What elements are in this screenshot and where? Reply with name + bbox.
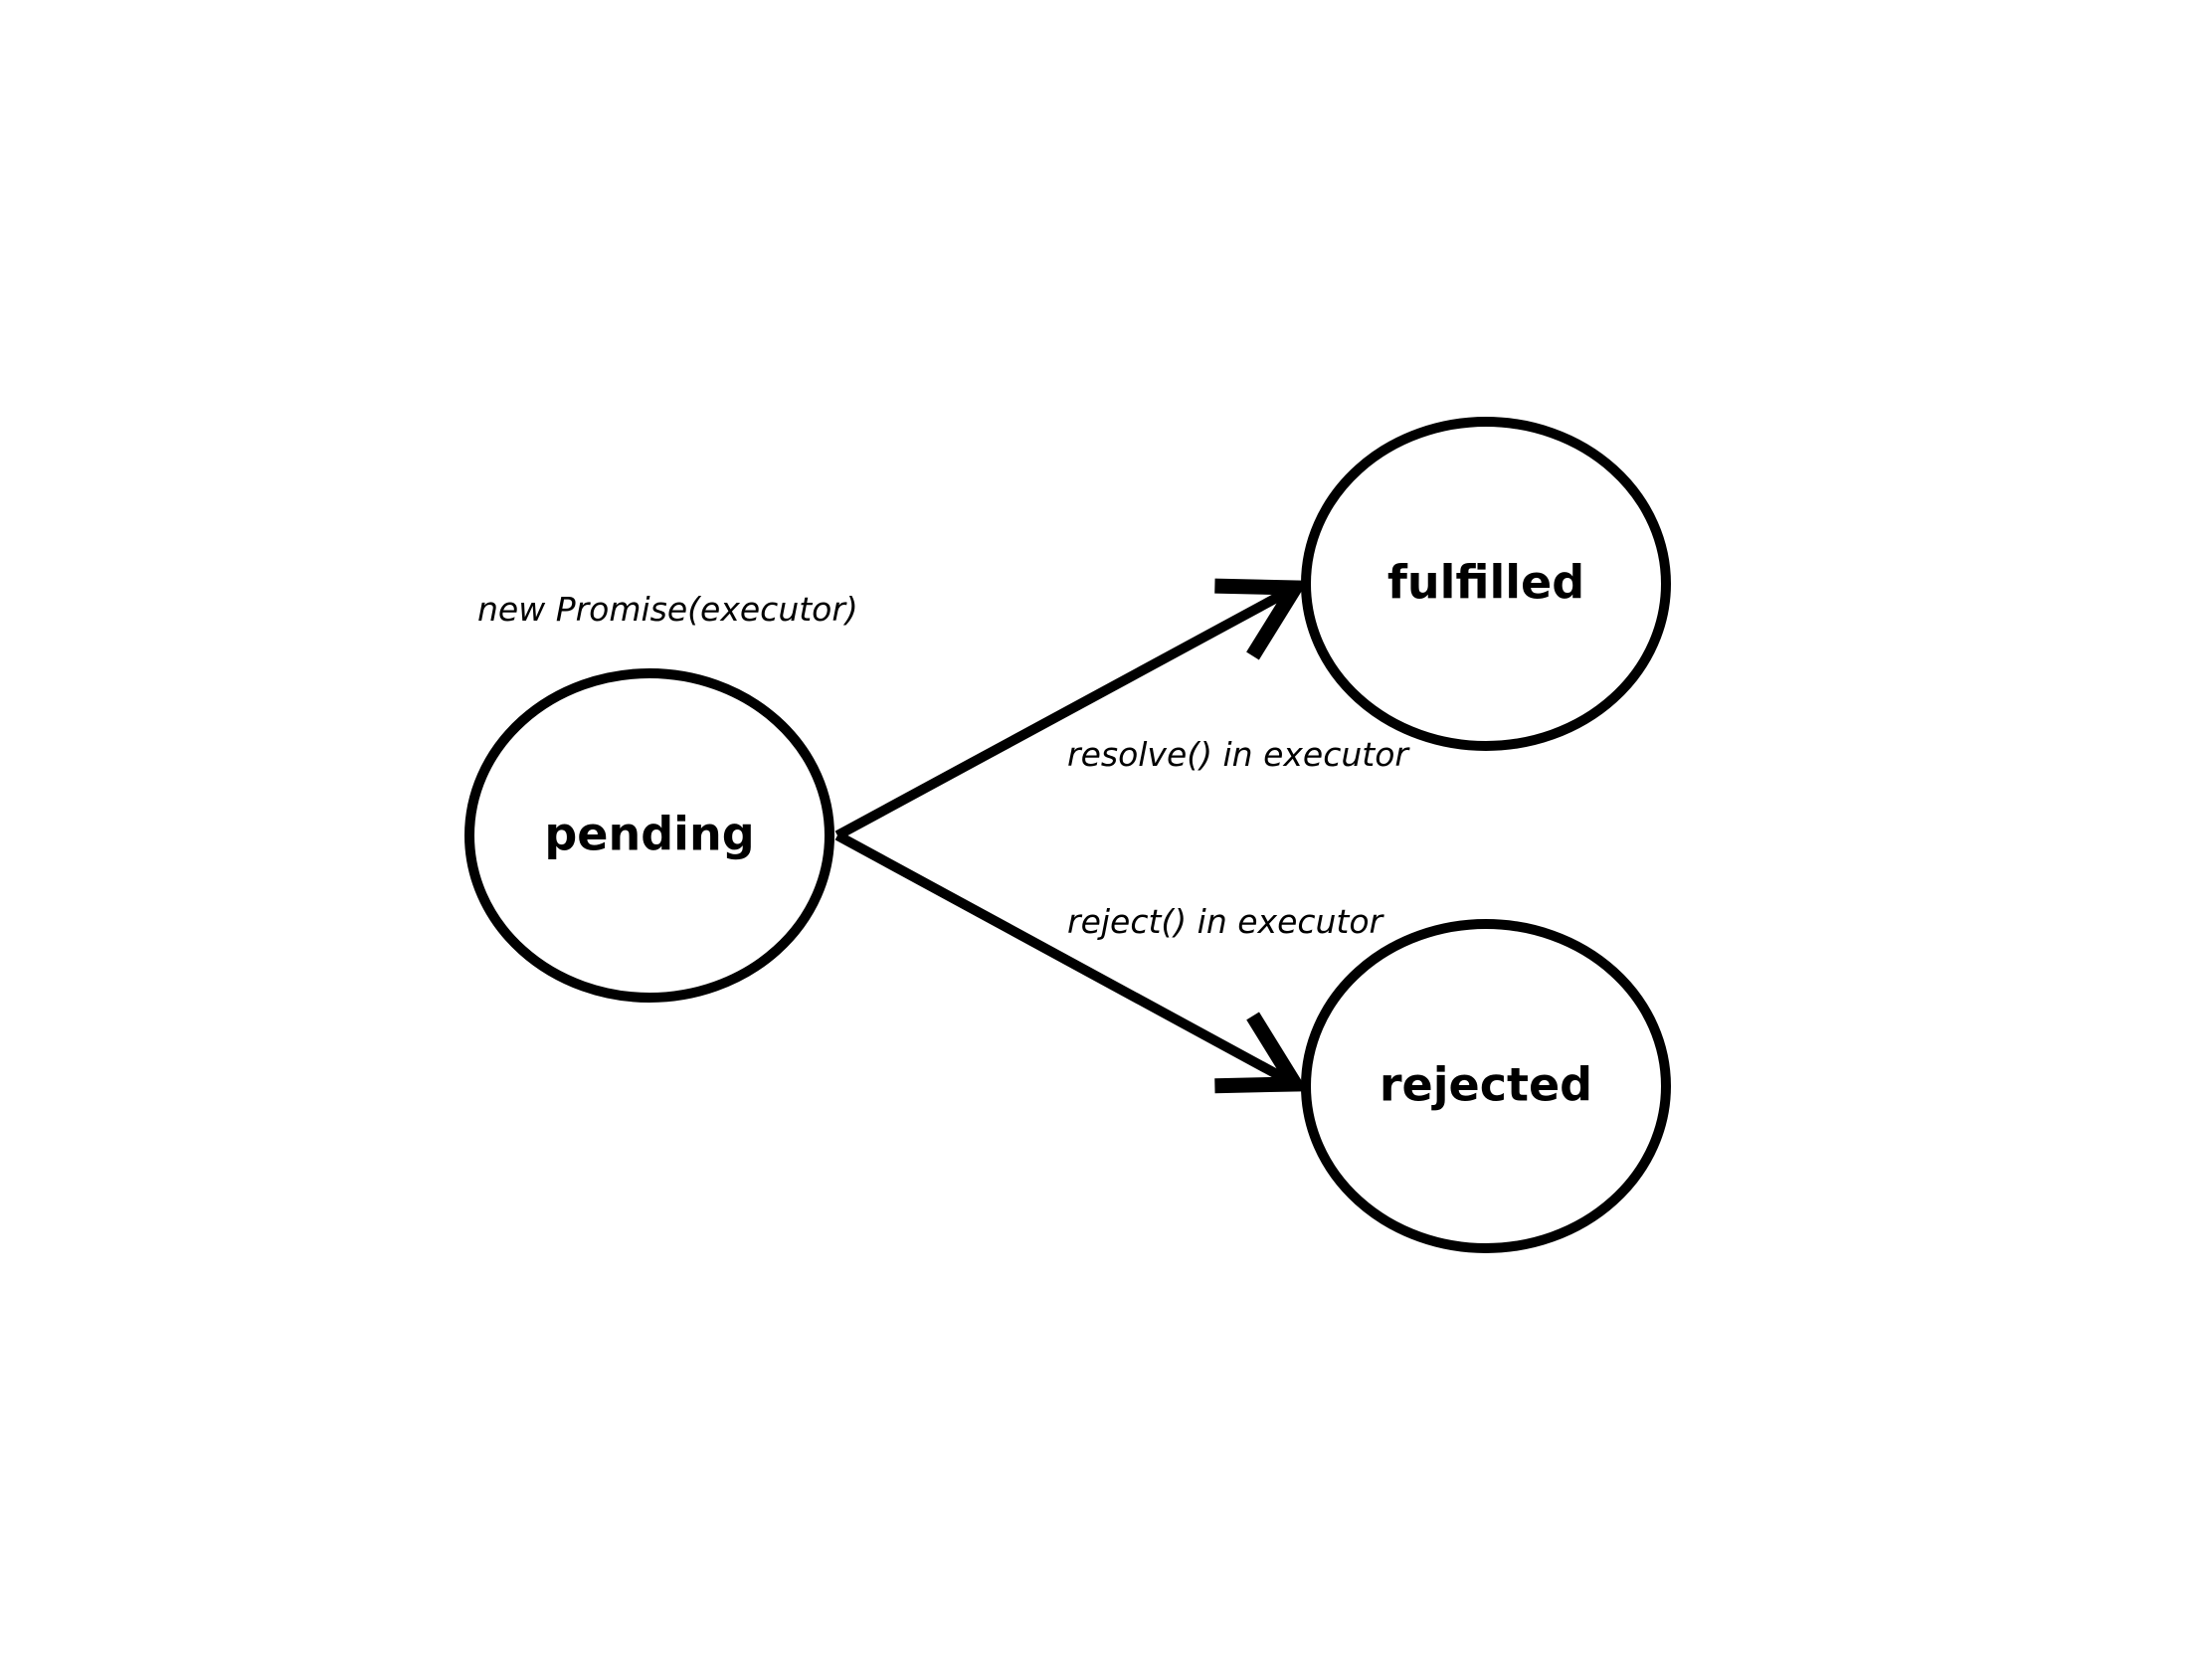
- pending-node-shape: [464, 668, 834, 1003]
- resolve-label: resolve() in executor: [1067, 735, 1410, 774]
- rejected-label: rejected: [1380, 1058, 1592, 1112]
- state-pending: pending: [464, 668, 834, 1003]
- pending-label: pending: [544, 808, 754, 861]
- fulfilled-label: fulfilled: [1387, 556, 1584, 610]
- initial-caption: new Promise(executor): [477, 590, 858, 629]
- resolve-arrow: [834, 578, 1309, 840]
- reject-arrow: [834, 830, 1309, 1094]
- state-rejected: rejected: [1301, 919, 1671, 1253]
- state-fulfilled: fulfilled: [1301, 417, 1671, 751]
- reject-label: reject() in executor: [1067, 902, 1385, 941]
